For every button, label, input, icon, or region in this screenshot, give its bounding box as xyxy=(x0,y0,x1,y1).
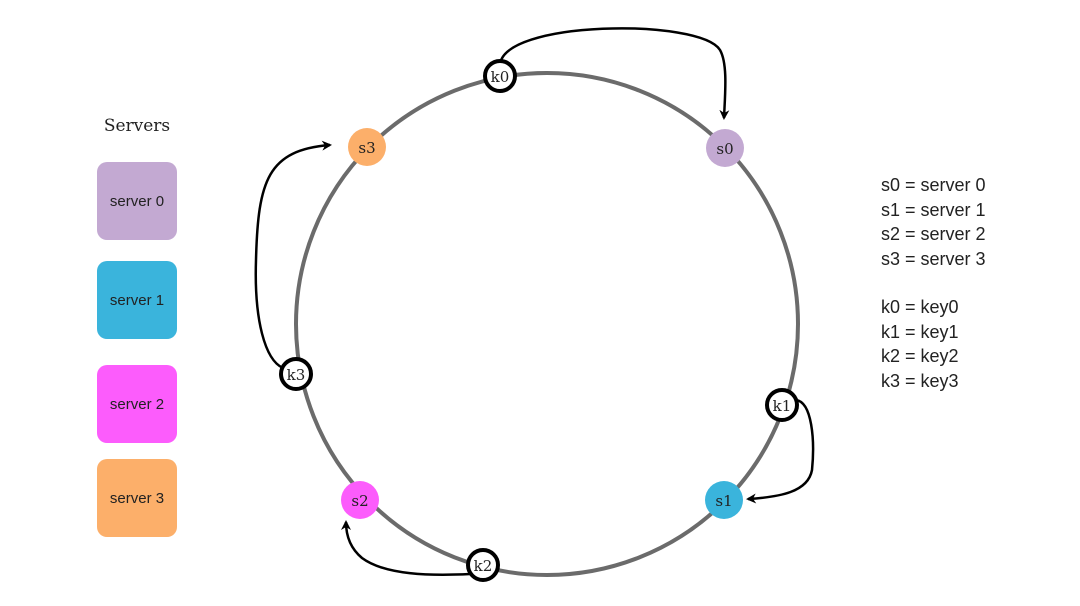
arrow-k0-to-s0 xyxy=(498,27,730,120)
ring-server-s0-label: s0 xyxy=(716,140,733,158)
legend-title: Servers xyxy=(103,116,171,136)
hash-ring xyxy=(294,71,800,577)
definition-s2: s2 = server 2 xyxy=(881,224,986,244)
ring-server-s1-label: s1 xyxy=(715,492,732,510)
definitions-spacer xyxy=(881,271,986,295)
definitions-legend: s0 = server 0 s1 = server 1 s2 = server … xyxy=(881,173,986,393)
ring-server-s3: s3 xyxy=(348,128,386,166)
definition-k3: k3 = key3 xyxy=(881,370,959,391)
legend-server-2: server 2 xyxy=(97,365,177,443)
legend-server-3-label: server 3 xyxy=(109,489,165,507)
legend-server-1-label: server 1 xyxy=(109,291,165,309)
definition-s3: s3 = server 3 xyxy=(881,248,986,269)
definition-s0: s0 = server 0 xyxy=(881,175,986,195)
ring-server-s3-label: s3 xyxy=(358,139,375,157)
ring-key-k0-label: k0 xyxy=(491,68,510,86)
ring-server-s1: s1 xyxy=(705,481,743,519)
arrow-k2-to-s2 xyxy=(341,520,471,576)
definition-s1: s1 = server 1 xyxy=(881,199,986,220)
ring-key-k3-label: k3 xyxy=(287,366,306,384)
ring-key-k1-label: k1 xyxy=(773,397,792,415)
ring-key-k2-label: k2 xyxy=(474,557,493,575)
arrow-k1-to-s1 xyxy=(746,398,815,504)
ring-key-k2: k2 xyxy=(466,548,500,582)
ring-key-k1: k1 xyxy=(765,388,799,422)
definition-k2: k2 = key2 xyxy=(881,346,959,366)
legend-server-0-label: server 0 xyxy=(109,192,165,210)
legend-server-0: server 0 xyxy=(97,162,177,240)
legend-server-2-label: server 2 xyxy=(109,395,165,413)
arrow-k3-to-s3 xyxy=(254,140,332,370)
ring-server-s0: s0 xyxy=(706,129,744,167)
ring-server-s2: s2 xyxy=(341,481,379,519)
ring-server-s2-label: s2 xyxy=(351,492,368,510)
legend-server-3: server 3 xyxy=(97,459,177,537)
ring-key-k0: k0 xyxy=(483,59,517,93)
definition-k0: k0 = key0 xyxy=(881,297,959,317)
ring-key-k3: k3 xyxy=(279,357,313,391)
legend-server-1: server 1 xyxy=(97,261,177,339)
definition-k1: k1 = key1 xyxy=(881,321,959,342)
